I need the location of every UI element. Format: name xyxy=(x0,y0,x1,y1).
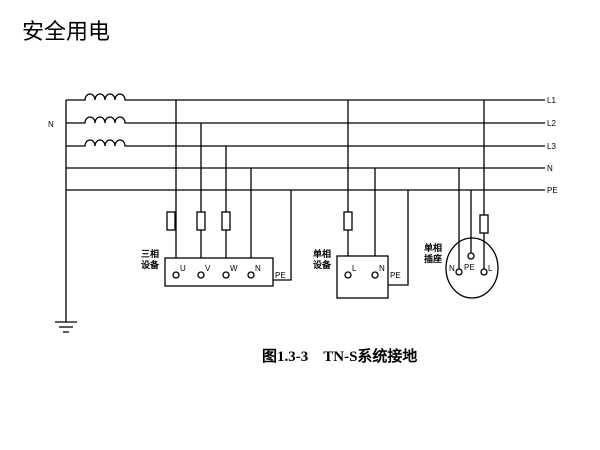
single-phase-device-label-2: 设备 xyxy=(313,259,332,270)
fuse-u xyxy=(166,211,176,231)
terminal-n xyxy=(247,271,255,279)
socket-terminal-n xyxy=(455,268,463,276)
single-phase-drops xyxy=(347,100,409,286)
socket-terminal-l xyxy=(480,268,488,276)
terminal-single-l-label: L xyxy=(352,264,357,273)
socket-outline xyxy=(445,237,499,299)
three-phase-pe-label: PE xyxy=(275,271,286,280)
socket-drops xyxy=(458,100,485,270)
terminal-u-label: U xyxy=(180,264,186,273)
line-label-pe: PE xyxy=(547,186,558,195)
line-label-l3: L3 xyxy=(547,142,556,151)
fuse-single-l xyxy=(343,211,353,231)
ground-icon xyxy=(55,321,77,333)
terminal-single-n xyxy=(371,271,379,279)
fuse-w xyxy=(221,211,231,231)
terminal-single-n-label: N xyxy=(379,264,385,273)
terminal-v xyxy=(197,271,205,279)
socket-pe-label: PE xyxy=(464,263,475,272)
terminal-single-l xyxy=(344,271,352,279)
terminal-u xyxy=(172,271,180,279)
terminal-w xyxy=(222,271,230,279)
single-phase-pe-label: PE xyxy=(390,271,401,280)
figure-caption: 图1.3-3 TN-S系统接地 xyxy=(262,349,418,365)
neutral-label: N xyxy=(48,120,54,129)
terminal-v-label: V xyxy=(205,264,211,273)
fuse-socket-l xyxy=(479,214,489,234)
slide-title: 安全用电 xyxy=(22,20,111,45)
socket-l-label: L xyxy=(488,264,493,273)
single-phase-device-label: 单相 xyxy=(313,248,331,259)
transformer-windings xyxy=(66,93,132,147)
fuse-v xyxy=(196,211,206,231)
single-phase-device-box xyxy=(336,255,389,299)
three-phase-device-label: 三相 xyxy=(141,248,159,259)
terminal-n-label: N xyxy=(255,264,261,273)
three-phase-drops xyxy=(175,100,292,281)
line-label-l2: L2 xyxy=(547,119,556,128)
three-phase-device-label-2: 设备 xyxy=(141,259,160,270)
socket-n-label: N xyxy=(449,264,455,273)
three-phase-device-box xyxy=(164,257,274,287)
socket-label-2: 插座 xyxy=(424,253,442,264)
line-label-l1: L1 xyxy=(547,96,556,105)
line-label-n: N xyxy=(547,164,553,173)
terminal-w-label: W xyxy=(230,264,238,273)
socket-label: 单相 xyxy=(424,242,442,253)
socket-terminal-pe xyxy=(467,252,475,260)
